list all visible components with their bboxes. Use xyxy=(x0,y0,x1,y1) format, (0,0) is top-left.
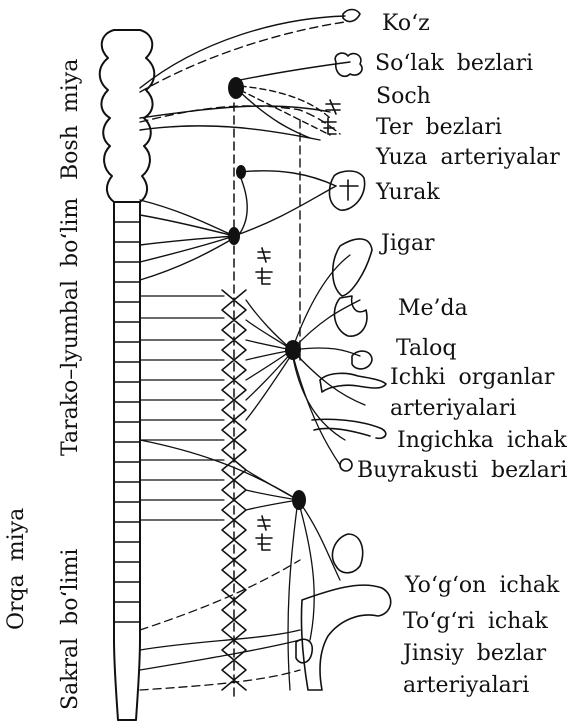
spinal-cord-label: Orqa miya xyxy=(6,508,28,630)
cranial-fibers xyxy=(140,16,350,140)
thoraco-lumbar-section-label: Tarako–lyumbal bo‘lim xyxy=(60,198,82,456)
rectum-label: To‘g‘ri ichak xyxy=(403,611,548,633)
brain-outline xyxy=(100,30,155,202)
celiac-fibers xyxy=(246,255,365,465)
cord-segments xyxy=(114,222,140,622)
stomach-label: Me’da xyxy=(398,298,468,320)
genital-glands-label-2: arteriyalari xyxy=(403,675,529,697)
heart-shape xyxy=(329,171,364,210)
salivary-glands-label: So‘lak bezlari xyxy=(375,53,533,75)
intestine-shape xyxy=(320,373,386,392)
adrenal-glands-label: Buyrakusti bezlari xyxy=(357,460,567,482)
stomach-shape xyxy=(334,296,366,336)
sweat-glands-label: Ter bezlari xyxy=(376,117,502,139)
face-arteries-label: Yuza arteriyalar xyxy=(376,147,560,169)
hair-label: Soch xyxy=(376,86,431,108)
genital-glands-label-1: Jinsiy bezlar xyxy=(403,643,546,665)
rectum-shape xyxy=(301,585,390,690)
brain-section-label: Bosh miya xyxy=(60,59,82,180)
spinal-cord-outline xyxy=(114,202,140,720)
eye-label: Ko‘z xyxy=(382,13,430,35)
liver-label: Jigar xyxy=(381,233,435,255)
spleen-shape xyxy=(352,351,372,369)
sacral-section-label: Sakral bo‘limi xyxy=(60,549,82,710)
organs xyxy=(256,10,391,691)
liver-shape xyxy=(333,239,372,296)
adrenal-shape xyxy=(340,459,352,471)
small-intestine-label: Ingichka ichak xyxy=(397,430,567,452)
rami xyxy=(140,296,224,520)
eye-shape xyxy=(343,10,360,22)
internal-arteries-label-2: arteriyalari xyxy=(390,398,516,420)
colon-shape xyxy=(332,534,362,573)
internal-arteries-label-1: Ichki organlar xyxy=(390,367,554,389)
heart-label: Yurak xyxy=(376,182,440,204)
salivary-shape xyxy=(335,53,362,76)
spleen-label: Taloq xyxy=(396,338,456,360)
colon-label: Yo‘g‘on ichak xyxy=(405,575,559,597)
